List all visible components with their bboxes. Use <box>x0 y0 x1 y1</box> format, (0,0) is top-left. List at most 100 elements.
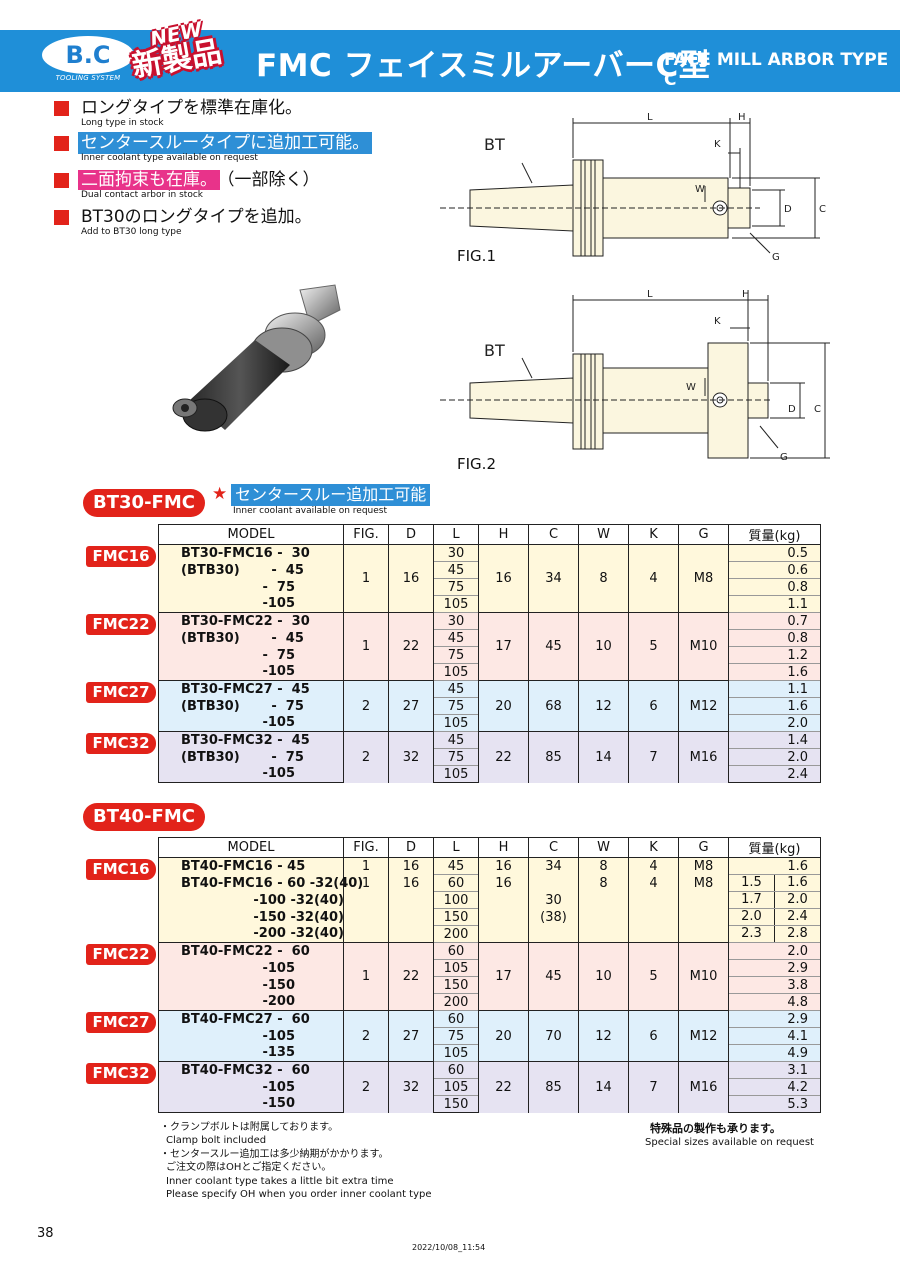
column-header: H <box>478 837 529 858</box>
note-clamp-jp: ・クランプボルトは附属しております。 <box>160 1122 339 1133</box>
cell-h: 17 <box>478 942 529 1011</box>
cell-k: 7 <box>628 1061 679 1113</box>
cell-d <box>388 891 434 909</box>
section-label-bt30: BT30-FMC <box>83 489 205 517</box>
cell-weight: 1.1 <box>728 680 821 698</box>
note-special-jp: 特殊品の製作も承ります。 <box>650 1122 781 1135</box>
cell-h: 16 <box>478 544 529 613</box>
cell-h: 16 <box>478 874 529 892</box>
note-coolant-jp: ・センタースルー追加工は多少納期がかかります。 <box>160 1149 389 1160</box>
model-cell: BT40-FMC22 - 60 <box>158 942 344 960</box>
cell-c: 34 <box>528 544 579 613</box>
dim-k: K <box>714 139 721 150</box>
dim-g: G <box>780 452 788 463</box>
page-title: FMC フェイスミルアーバーC型 <box>256 48 711 84</box>
cell-weight: 4.2 <box>728 1078 821 1096</box>
cell-g <box>678 891 729 909</box>
cell-l: 60 <box>433 942 479 960</box>
cell-d: 22 <box>388 612 434 681</box>
cell-weight: 4.9 <box>728 1044 821 1062</box>
figure-1-drawing: BT L H K W D C G <box>440 112 826 263</box>
cell-weight: 2.9 <box>728 1010 821 1028</box>
cell-c: 34 <box>528 857 579 875</box>
feature-jp: ロングタイプを標準在庫化。 <box>81 98 302 118</box>
model-cell: BT40-FMC16 - 45 <box>158 857 344 875</box>
note-coolant-en-2: Please specify OH when you order inner c… <box>166 1189 432 1200</box>
column-header: C <box>528 524 579 545</box>
cell-k: 4 <box>628 544 679 613</box>
column-header: MODEL <box>158 837 344 858</box>
weight-a: 1.7 <box>741 892 762 907</box>
cell-l: 30 <box>433 544 479 562</box>
model-cell: -105 <box>158 765 344 783</box>
note-coolant-jp-2: ご注文の際はOHとご指定ください。 <box>166 1162 332 1173</box>
cell-fig: 1 <box>343 857 389 875</box>
model-cell: - 75 <box>158 578 344 596</box>
model-cell: (BTB30) - 45 <box>158 629 344 647</box>
cell-c: 30 <box>528 891 579 909</box>
column-header: L <box>433 524 479 545</box>
cell-c: (38) <box>528 908 579 926</box>
model-cell: BT30-FMC22 - 30 <box>158 612 344 630</box>
model-cell: -150 <box>158 1095 344 1113</box>
cell-weight: 0.8 <box>728 578 821 596</box>
cell-weight: 1.2 <box>728 646 821 664</box>
dim-h: H <box>738 112 746 123</box>
cell-d: 27 <box>388 1010 434 1062</box>
cell-c <box>528 925 579 943</box>
cell-w <box>578 925 629 943</box>
cell-l: 45 <box>433 680 479 698</box>
feature-jp: センタースルータイプに追加工可能。 <box>78 132 373 154</box>
cell-weight: 1.6 <box>728 857 821 875</box>
dim-l: L <box>647 289 653 300</box>
cell-l: 105 <box>433 959 479 977</box>
cell-w <box>578 908 629 926</box>
model-cell: -200 <box>158 993 344 1011</box>
coolant-note-en: Inner coolant available on request <box>233 506 387 516</box>
model-cell: -150 -32(40) <box>158 908 344 926</box>
cell-w <box>578 891 629 909</box>
print-timestamp: 2022/10/08_11:54 <box>412 1243 486 1252</box>
weight-a: 2.0 <box>741 909 762 924</box>
cell-fig <box>343 908 389 926</box>
cell-h: 16 <box>478 857 529 875</box>
cell-l: 105 <box>433 765 479 783</box>
cell-l: 45 <box>433 561 479 579</box>
cell-g <box>678 908 729 926</box>
cell-k: 5 <box>628 942 679 1011</box>
cell-k <box>628 891 679 909</box>
group-tab-fmc22: FMC22 <box>86 614 156 635</box>
cell-fig: 1 <box>343 874 389 892</box>
cell-fig: 2 <box>343 731 389 783</box>
column-header: G <box>678 837 729 858</box>
coolant-note-jp: センタースルー追加工可能 <box>231 484 431 506</box>
column-header: D <box>388 524 434 545</box>
cell-weight: 2.9 <box>728 959 821 977</box>
cell-g: M8 <box>678 874 729 892</box>
cell-fig <box>343 891 389 909</box>
cell-c <box>528 874 579 892</box>
cell-w: 12 <box>578 1010 629 1062</box>
column-header: 質量(kg) <box>728 837 821 858</box>
cell-weight: 4.1 <box>728 1027 821 1045</box>
group-tab-fmc27: FMC27 <box>86 682 156 703</box>
cell-d: 16 <box>388 857 434 875</box>
cell-l: 75 <box>433 1027 479 1045</box>
